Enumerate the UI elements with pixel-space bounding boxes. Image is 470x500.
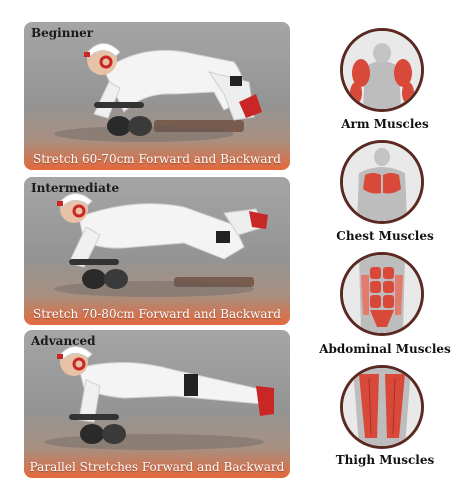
muscle-label: Abdominal Muscles bbox=[319, 342, 451, 356]
advanced-panel: Advanced Parallel Stretches Forward and … bbox=[24, 330, 290, 478]
muscle-label: Arm Muscles bbox=[341, 117, 429, 131]
level-title: Beginner bbox=[31, 26, 94, 40]
level-title: Intermediate bbox=[31, 181, 120, 195]
beginner-panel: Beginner Stretch 60-70cm Forward and Bac… bbox=[24, 22, 290, 170]
level-title: Advanced bbox=[31, 334, 96, 348]
muscle-label: Chest Muscles bbox=[336, 229, 434, 243]
thigh-muscles-image bbox=[340, 365, 424, 449]
abdominal-muscles-image bbox=[340, 252, 424, 336]
beginner-exercise-illustration bbox=[54, 43, 262, 142]
level-caption: Stretch 70-80cm Forward and Backward bbox=[33, 307, 281, 321]
muscle-label: Thigh Muscles bbox=[335, 453, 435, 467]
intermediate-exercise-illustration bbox=[54, 193, 268, 297]
chest-muscles-image bbox=[340, 140, 424, 224]
level-caption: Stretch 60-70cm Forward and Backward bbox=[33, 152, 281, 166]
arm-muscles-image bbox=[340, 28, 424, 112]
level-caption: Parallel Stretches Forward and Backward bbox=[29, 460, 285, 474]
advanced-exercise-illustration bbox=[44, 346, 274, 450]
intermediate-panel: Intermediate Stretch 70-80cm Forward and… bbox=[24, 177, 290, 325]
